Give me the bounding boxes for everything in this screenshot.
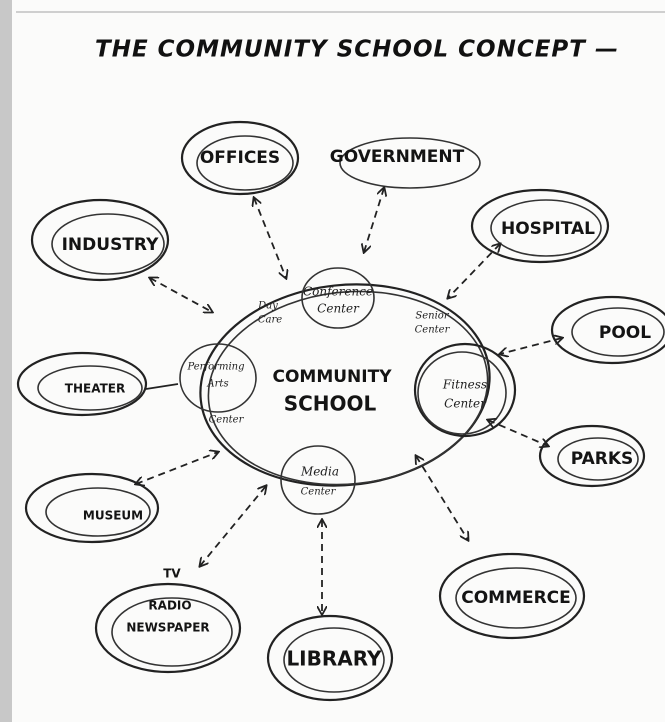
day-care-line2: Care [258,315,282,326]
hospital-label: HOSPITAL [501,219,595,239]
day-care-line1: Day [257,301,278,312]
scan-top-line [16,11,665,13]
arrow-parks [488,420,548,446]
arrow-hospital [448,244,500,298]
parks-label: PARKS [571,449,634,469]
offices-label: OFFICES [200,148,280,168]
media-center-node: Media Center [280,445,356,515]
arrow-government [364,188,384,252]
industry-label: INDUSTRY [62,235,159,255]
perf-line1: Performing [186,362,244,373]
arrow-offices [254,198,286,278]
scan-edge-strip [0,0,12,722]
perf-line3: Center [209,415,245,426]
diagram-title: THE COMMUNITY SCHOOL CONCEPT — [95,37,619,63]
government-label: GOVERNMENT [330,147,465,167]
performing-arts-center-node: Performing Arts Center [179,343,257,426]
museum-label: MUSEUM [83,509,143,523]
center-label-line2: SCHOOL [284,392,377,416]
theater-label: THEATER [65,382,125,396]
perf-line2: Arts [206,379,228,390]
arrow-theater [145,383,179,390]
theater-node: THEATER [16,351,148,417]
offices-node: OFFICES [180,120,300,196]
commerce-node: COMMERCE [438,552,586,640]
center-label-line1: COMMUNITY [272,367,392,387]
radio-label: RADIO [148,599,191,613]
arrow-museum [136,452,218,484]
tv-label: TV [163,567,181,581]
commerce-label: COMMERCE [461,588,571,608]
senior-line1: Senior [415,311,449,322]
parks-node: PARKS [538,424,646,488]
library-label: LIBRARY [286,647,382,671]
senior-line2: Center [415,325,451,336]
conference-center-node: Conference Center [301,267,375,329]
media-line1: Media [300,465,339,479]
conference-line2: Center [317,302,360,316]
industry-node: INDUSTRY [30,198,170,282]
connection-arrows [136,188,562,614]
library-node: LIBRARY [266,614,394,702]
arrow-commerce [416,456,468,540]
newspaper-label: NEWSPAPER [126,621,209,635]
fitness-line1: Fitness [442,378,487,392]
conference-line1: Conference [303,285,373,299]
pool-label: POOL [599,323,651,343]
arrow-tv-radio [200,486,266,566]
senior-center-label: Senior Center [415,311,451,336]
government-node: GOVERNMENT [330,137,481,189]
hospital-node: HOSPITAL [470,188,610,264]
museum-node: MUSEUM [24,472,160,544]
media-line2: Center [301,487,337,498]
arrow-industry [150,278,212,312]
day-care-label: Day Care [257,301,282,326]
pool-node: POOL [550,295,665,365]
fitness-line2: Center [444,397,487,411]
tv-radio-newspaper-node: TV RADIO NEWSPAPER [94,567,242,674]
arrow-pool [500,338,562,354]
fitness-center-node: Fitness Center [413,342,517,438]
